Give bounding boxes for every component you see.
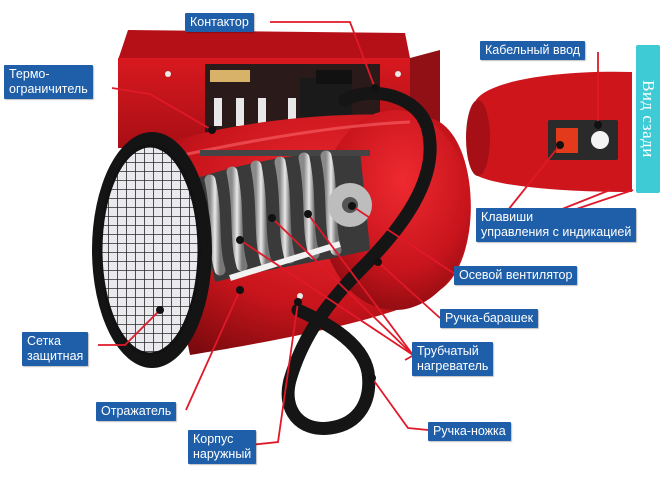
label-protective-grid-line1: Сетка <box>27 334 61 348</box>
label-control-keys-line2: управления с индикацией <box>481 225 632 239</box>
label-contactor-text: Контактор <box>190 15 249 29</box>
label-tubular-heater-line2: нагреватель <box>417 359 489 373</box>
heater-inner <box>192 150 372 282</box>
label-outer-body: Корпус наружный <box>188 430 257 464</box>
label-tubular-heater: Трубчатый нагреватель <box>412 342 494 376</box>
label-reflector: Отражатель <box>96 402 177 421</box>
label-view-back-text: Вид сзади <box>639 80 658 158</box>
label-tubular-heater-line1: Трубчатый <box>417 344 479 358</box>
label-axial-fan-text: Осевой вентилятор <box>459 268 573 282</box>
label-protective-grid: Сетка защитная <box>22 332 89 366</box>
label-knob-text: Ручка-барашек <box>445 311 534 325</box>
label-protective-grid-line2: защитная <box>27 349 84 363</box>
label-reflector-text: Отражатель <box>101 404 172 418</box>
label-view-back: Вид сзади <box>636 45 660 193</box>
label-axial-fan: Осевой вентилятор <box>454 266 578 285</box>
label-contactor: Контактор <box>185 13 254 32</box>
label-outer-body-line2: наружный <box>193 447 252 461</box>
label-cable-entry: Кабельный ввод <box>480 41 586 60</box>
label-leg-handle: Ручка-ножка <box>428 422 511 441</box>
back-view-inset <box>466 71 632 192</box>
label-thermo-limiter-line1: Термо- <box>9 67 50 81</box>
leader-dots <box>156 84 602 382</box>
front-grid <box>92 132 212 368</box>
label-thermo-limiter: Термо- ограничитель <box>4 65 93 99</box>
label-control-keys: Клавиши управления с индикацией <box>476 208 637 242</box>
label-cable-entry-text: Кабельный ввод <box>485 43 581 57</box>
label-control-keys-line1: Клавиши <box>481 210 534 224</box>
label-outer-body-line1: Корпус <box>193 432 234 446</box>
label-leg-handle-text: Ручка-ножка <box>433 424 506 438</box>
label-knob: Ручка-барашек <box>440 309 539 328</box>
label-thermo-limiter-line2: ограничитель <box>9 82 88 96</box>
cord-handle <box>281 86 437 435</box>
